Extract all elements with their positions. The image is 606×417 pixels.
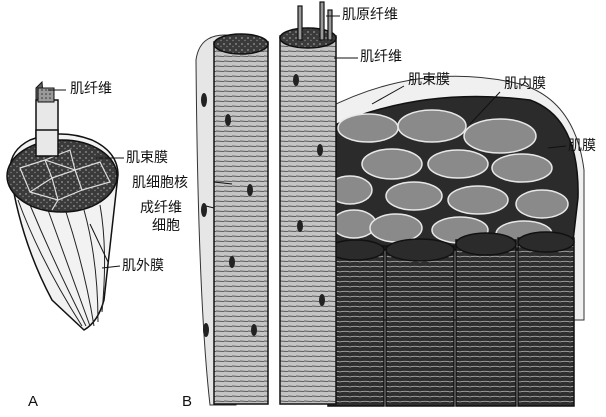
panel-a-bundle <box>6 80 124 331</box>
label-perimysium-a: 肌束膜 <box>126 150 168 166</box>
label-nucleus: 肌细胞核 <box>132 175 188 191</box>
myofibril-strands <box>297 1 333 41</box>
panel-label-b: B <box>182 393 193 410</box>
cross-section <box>6 139 118 213</box>
label-perimysium-b: 肌束膜 <box>408 72 450 88</box>
label-muscle-fiber-a: 肌纤维 <box>70 81 112 97</box>
muscle-fiber-left <box>213 41 269 405</box>
fiber-cross-sections <box>327 109 569 248</box>
label-myofibril: 肌原纤维 <box>342 7 398 23</box>
dark-fiber-columns <box>327 231 575 407</box>
label-endomysium: 肌内膜 <box>504 76 546 92</box>
muscle-fiber-right <box>279 35 337 405</box>
label-epimysium-b: 肌膜 <box>568 138 596 154</box>
label-fibroblast-line2: 细胞 <box>152 218 180 234</box>
label-fibroblast-line1: 成纤维 <box>140 200 182 216</box>
panel-label-a: A <box>28 393 39 410</box>
label-muscle-fiber-b: 肌纤维 <box>360 49 402 65</box>
tall-fibers <box>201 27 337 405</box>
label-epimysium-a: 肌外膜 <box>122 258 164 274</box>
